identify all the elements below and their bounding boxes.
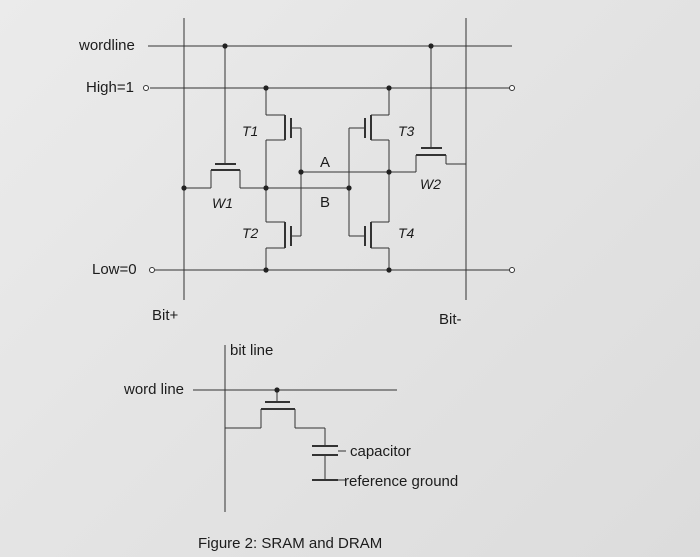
wordline-label: wordline: [79, 37, 135, 54]
t3-transistor: [348, 88, 390, 236]
bit-plus-label: Bit+: [152, 307, 179, 324]
w2-transistor: [389, 46, 466, 173]
bit-minus-label: Bit-: [439, 311, 462, 328]
t1-transistor: [265, 88, 302, 236]
dram-cell: [193, 345, 397, 512]
t2-label: T2: [242, 225, 259, 241]
low-right-terminal: [509, 267, 515, 273]
low-label: Low=0: [92, 261, 137, 278]
high-label: High=1: [86, 79, 134, 96]
capacitor-label: capacitor: [350, 443, 411, 460]
junction-dot: [181, 185, 187, 191]
junction-dot: [386, 267, 392, 273]
junction-dot: [346, 185, 352, 191]
junction-dot: [263, 185, 269, 191]
high-left-terminal: [143, 85, 149, 91]
node-b-label: B: [320, 194, 331, 211]
w1-transistor: [184, 46, 266, 189]
figure-caption: Figure 2: SRAM and DRAM: [198, 535, 383, 552]
junction-dot: [386, 169, 392, 175]
junction-dot: [222, 43, 228, 49]
high-right-terminal: [509, 85, 515, 91]
t2-transistor: [265, 140, 301, 270]
junction-dot: [428, 43, 434, 49]
reference-ground-label: reference ground: [344, 473, 459, 490]
junction-dot: [263, 267, 269, 273]
t4-label: T4: [398, 225, 415, 241]
junction-dot: [386, 85, 392, 91]
t1-label: T1: [242, 123, 259, 139]
bit-line-label: bit line: [230, 342, 274, 359]
word-line-label: word line: [124, 381, 185, 398]
junction-dot: [263, 85, 269, 91]
w2-label: W2: [420, 176, 441, 192]
junction-dot: [274, 387, 280, 393]
w1-label: W1: [212, 195, 233, 211]
t4-transistor: [349, 140, 390, 270]
node-a-label: A: [320, 154, 331, 171]
junction-dot: [298, 169, 304, 175]
t3-label: T3: [398, 123, 415, 139]
low-left-terminal: [149, 267, 155, 273]
